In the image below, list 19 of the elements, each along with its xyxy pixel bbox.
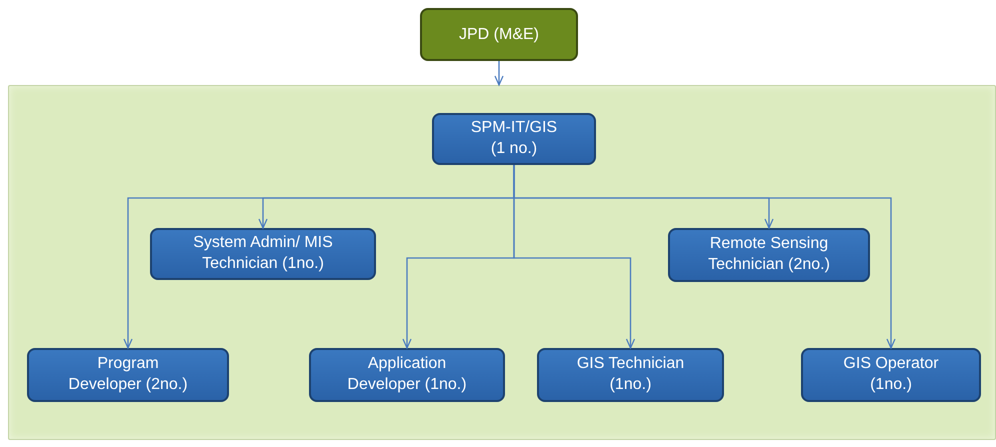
role-box xyxy=(150,228,376,280)
top-box xyxy=(420,8,578,61)
role-title: GIS Technician (1no.) xyxy=(576,354,686,395)
role-title: System Admin/ MIS Technician (1no.) xyxy=(192,233,334,274)
role-box xyxy=(432,113,596,165)
role-title: JPD (M&E) xyxy=(459,26,539,44)
role-box xyxy=(801,348,981,402)
role-box xyxy=(27,348,229,402)
group-panel xyxy=(8,85,996,440)
role-title: GIS Operator (1no.) xyxy=(842,354,940,395)
connector-arrow xyxy=(513,165,896,349)
role-box xyxy=(309,348,505,402)
connector-arrow xyxy=(494,61,504,86)
role-title: Program Developer (2no.) xyxy=(67,354,189,395)
role-title: Remote Sensing Technician (2no.) xyxy=(707,234,831,275)
role-box xyxy=(668,228,870,282)
role-title: SPM-IT/GIS (1 no.) xyxy=(470,118,558,159)
role-title: Application Developer (1no.) xyxy=(346,354,468,395)
role-box xyxy=(537,348,724,402)
